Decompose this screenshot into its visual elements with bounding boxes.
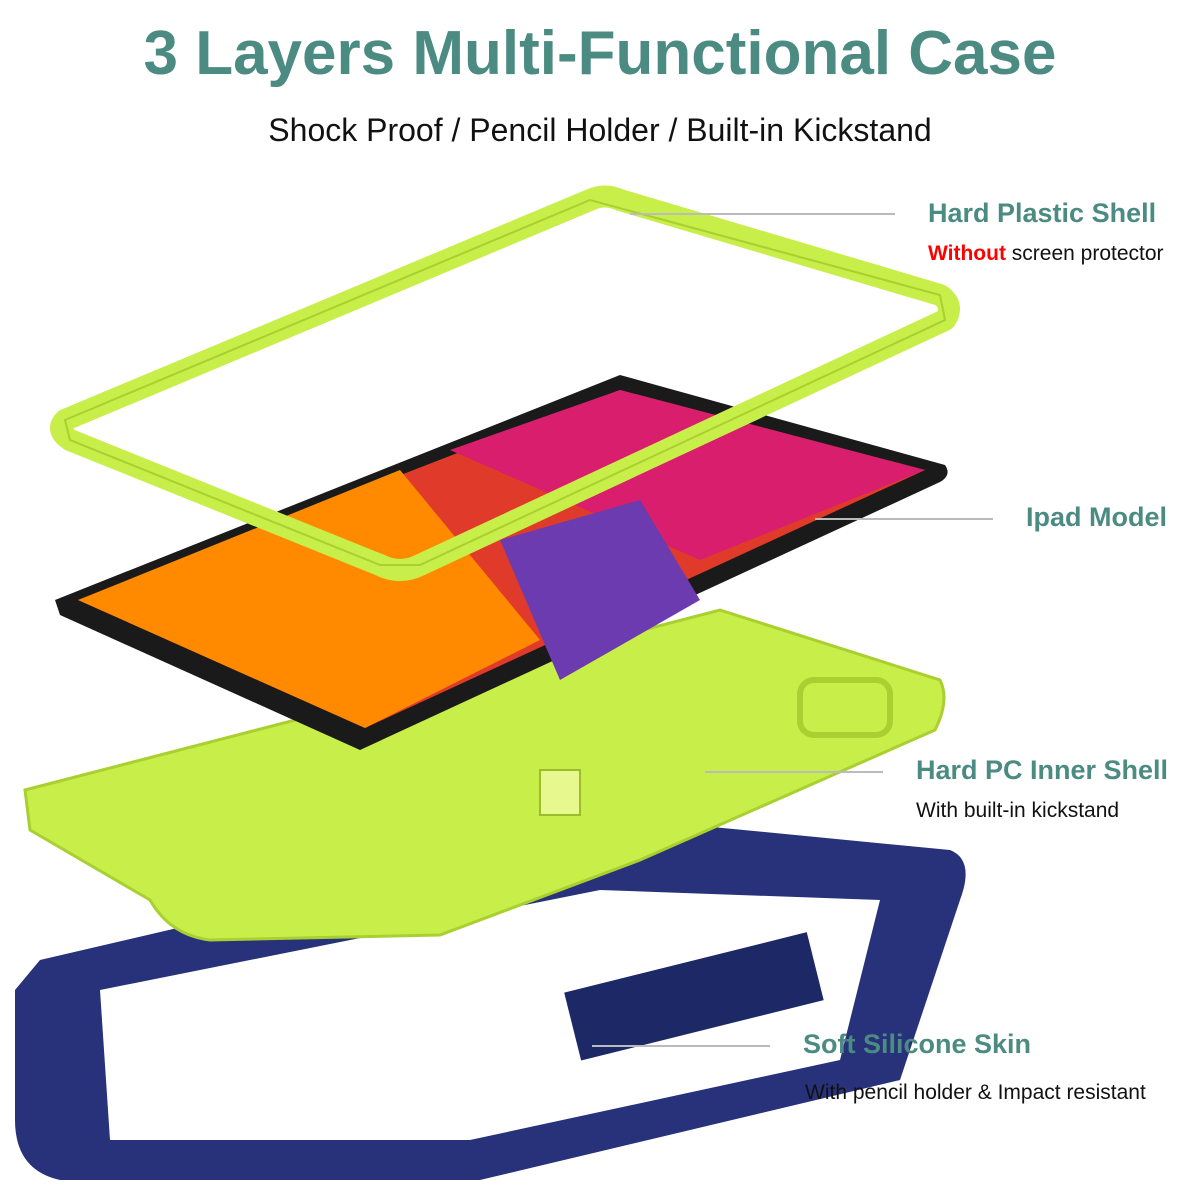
hard-plastic-shell-image [50,185,960,581]
layer-label-silicone-skin: Soft Silicone Skin [803,1029,1032,1059]
layer-label-inner-shell: Hard PC Inner Shell [916,755,1169,785]
callout-line [630,213,895,215]
silicone-skin-image [15,820,966,1180]
layer-label-hard-plastic-shell: Hard Plastic Shell [928,198,1157,228]
desc-text: screen protector [1005,242,1164,265]
layer-desc-silicone-skin: With pencil holder & Impact resistant [805,1081,1146,1104]
layer-label-ipad-model: Ipad Model [1026,502,1167,532]
layer-desc-hard-plastic-shell: Without screen protector [928,242,1164,266]
inner-shell-image [23,608,946,942]
callout-line [705,771,883,773]
callout-line [592,1045,770,1047]
callout-line [815,518,993,520]
highlight-text: Without [928,242,1006,265]
ipad-image [55,375,948,750]
page-title: 3 Layers Multi-Functional Case [143,19,1057,88]
layer-desc-inner-shell: With built-in kickstand [916,799,1120,822]
page-subtitle: Shock Proof / Pencil Holder / Built-in K… [268,112,932,148]
